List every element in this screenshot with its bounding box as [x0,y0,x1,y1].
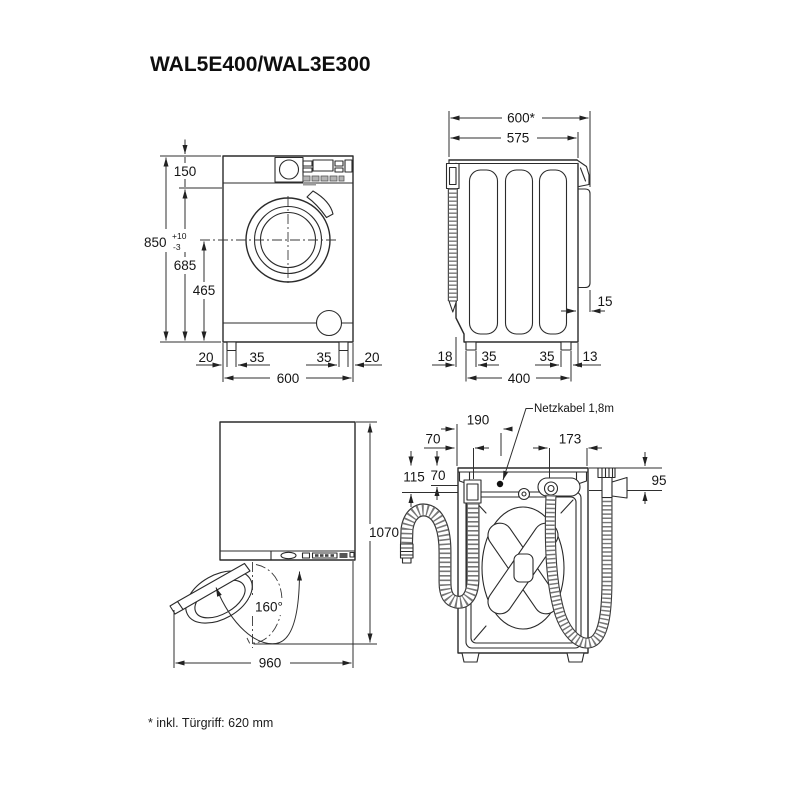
dim-foot-inset-right: 35 [316,350,331,365]
top-view-door-open: 160° 1070 960 [169,421,402,671]
dim-width: 600 [277,371,300,386]
knob-top-icon [280,551,297,560]
dim-tolerance-minus: -3 [173,242,181,252]
dim-door-protrusion: 15 [597,294,612,309]
rear-view: Netzkabel 1,8m 190 70 173 70 115 95 [399,403,667,663]
dim-foot-inset-front: 35 [539,349,554,364]
dim-door-angle: 160° [255,600,283,615]
power-cord-label: Netzkabel 1,8m [534,403,614,415]
program-knob-icon [278,159,300,180]
dim-front-offset: 13 [582,349,597,364]
inlet-hose [544,494,613,649]
dim-edge-to-drain: 70 [425,432,440,447]
open-door [169,562,302,648]
dim-tolerance-plus: +10 [172,231,187,241]
top-machine-outline [219,421,356,561]
drain-hose [399,503,480,609]
panel-shade [303,182,316,186]
cord-leader-line [502,408,533,481]
fascia-buttons-top [301,551,355,559]
door-end-cap [169,600,184,615]
dim-edge-to-cord: 190 [467,413,490,428]
dim-depth-total: 600* [507,111,536,126]
display-cluster [302,159,353,186]
side-body [455,162,579,343]
dim-open-depth: 1070 [369,525,399,540]
foot-rear-right [566,652,585,663]
rear-dimension-labels: 190 70 173 70 115 95 [400,413,667,488]
page-title: WAL5E400/WAL3E300 [150,53,371,76]
foot-front-right [338,341,349,352]
dim-total-height: 850 [144,235,167,250]
door-handle-icon [306,190,334,219]
tap-connector [597,467,628,499]
top-dimensions: 160° 1070 960 [173,421,402,671]
footnote: * inkl. Türgriff: 620 mm [148,716,273,730]
power-cord-dot [496,480,504,488]
dim-depth-body: 575 [507,131,530,146]
side-panel-rib-3 [538,169,568,335]
foot-rear-left [461,652,480,663]
dim-foot-offset-right: 20 [364,350,379,365]
dim-open-width: 960 [259,656,282,671]
side-machine-outline [445,159,591,351]
front-view: 150 850 +10 -3 685 465 20 35 35 20 600 [141,139,382,386]
dim-top-to-drain: 70 [430,468,445,483]
dim-valve-to-edge: 173 [559,432,582,447]
screw-head-icon [517,487,531,501]
side-view: 600* 575 15 18 35 35 13 400 [432,110,613,386]
side-panel-rib-2 [504,169,534,335]
dim-panel-height: 150 [174,164,197,179]
foot-side-front [560,341,572,351]
dim-foot-offset-left: 20 [198,350,213,365]
dim-foot-inset-left: 35 [249,350,264,365]
side-panel-rib-1 [468,169,499,335]
dim-top-to-tap: 95 [651,473,666,488]
top-front-lip [576,159,590,188]
inlet-valve [543,481,559,496]
dim-back-offset: 18 [437,349,452,364]
rear-oval-emboss [481,506,565,630]
dim-body-height: 685 [174,258,197,273]
pump-filter-cap [315,309,343,337]
foot-side-back [465,341,477,351]
drain-hose-side [447,188,458,313]
dim-feet-span: 400 [508,371,531,386]
dim-foot-inset-back: 35 [481,349,496,364]
front-machine-outline [200,155,354,352]
foot-front-left [226,341,237,352]
power-cord: Netzkabel 1,8m [496,403,614,488]
front-dimensions: 150 850 +10 -3 685 465 20 35 35 20 600 [141,139,382,386]
door-window [200,196,339,286]
dim-door-center-height: 465 [193,283,216,298]
dim-top-to-inlet: 115 [403,470,425,485]
rear-x-brace [487,522,559,615]
side-dimensions: 600* 575 15 18 35 35 13 400 [432,110,613,386]
door-profile [577,188,591,289]
